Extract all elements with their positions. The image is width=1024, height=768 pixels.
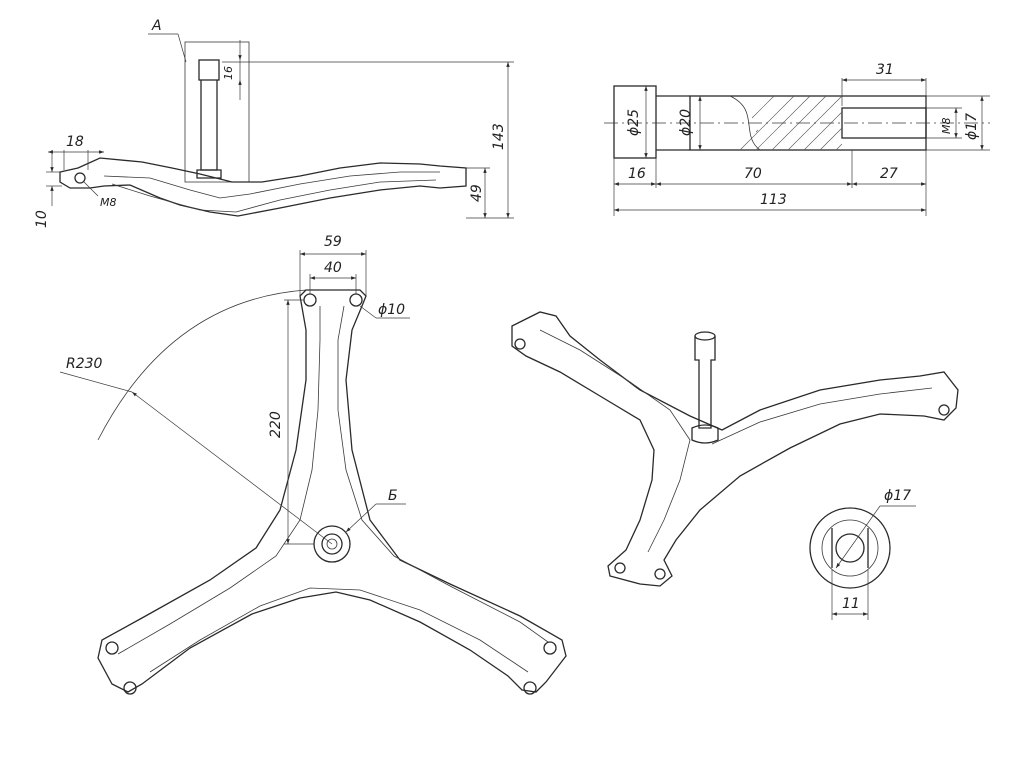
detail-dia-17-label: ϕ17: [884, 488, 911, 504]
iso-inner-rib: [539, 329, 933, 553]
iso-hole-right: [938, 404, 950, 416]
dim-70-label: 70: [744, 166, 762, 182]
top-view: R230 59 40 ϕ10 220 Б: [59, 234, 567, 695]
shaft-detail-frame: [184, 41, 250, 183]
shaft-body: [200, 80, 218, 171]
hub-bore: [326, 538, 338, 550]
dim-113-label: 113: [760, 192, 787, 208]
arm-profile-upper: [59, 157, 467, 217]
shaft-head: [613, 85, 657, 159]
shaft-section: 31 ϕ25 ϕ20 ϕ17 M8 16 70 27 113: [604, 62, 990, 216]
mount-hole-right-a: [543, 641, 557, 655]
radius-arc: [97, 289, 307, 441]
detail-outer-circle: [809, 507, 891, 589]
iso-hole-left: [514, 338, 526, 350]
iso-shaft-top: [694, 331, 716, 341]
radius-label: R230: [66, 356, 103, 372]
mount-hole-top-right: [349, 293, 363, 307]
dim-143-label: 143: [491, 123, 507, 150]
leader-a: [177, 33, 187, 63]
leader-hole-dia: [359, 305, 377, 319]
hub-inner: [321, 533, 343, 555]
iso-hole-bottom-a: [614, 562, 626, 574]
dia-17-label: ϕ17: [964, 113, 980, 140]
spider-inner-rib: [117, 305, 549, 673]
dim-16-shaft-label: 16: [628, 166, 646, 182]
thread-m8-shaft-label: M8: [940, 118, 953, 135]
leader-m8: [83, 181, 99, 197]
mount-hole-right-b: [523, 681, 537, 695]
m8-hole: [74, 172, 86, 184]
mount-hole-left-a: [105, 641, 119, 655]
detail-b: ϕ17 11: [809, 488, 916, 620]
shaft-collar: [196, 169, 222, 179]
detail-dim-11-label: 11: [842, 596, 860, 612]
detail-bore: [835, 533, 865, 563]
isometric-view: [511, 311, 959, 587]
label-a: A: [151, 18, 162, 34]
arm-profile-lower: [111, 179, 437, 213]
detail-inner-circle: [821, 519, 879, 577]
label-b: Б: [388, 488, 398, 504]
iso-shaft-body: [694, 336, 716, 429]
arm-profile-inner: [103, 171, 440, 199]
dim-220-label: 220: [268, 411, 284, 438]
dim-49-label: 49: [469, 184, 485, 202]
mount-hole-left-b: [123, 681, 137, 695]
dim-59-label: 59: [324, 234, 342, 250]
mount-hole-top-left: [303, 293, 317, 307]
iso-shaft-collar: [691, 424, 719, 444]
leader-b: [345, 503, 377, 533]
iso-hole-bottom-b: [654, 568, 666, 580]
radius-leader-ext: [59, 371, 133, 393]
leader-dia17-detail: [835, 505, 881, 569]
shaft-top-square: [198, 59, 220, 81]
side-view: 143 49 16 A 18 10 M8: [34, 18, 514, 228]
hole-dia-label: ϕ10: [378, 302, 405, 318]
dim-16-label: 16: [222, 66, 235, 80]
radius-leader: [131, 391, 333, 545]
dim-27-label: 27: [880, 166, 898, 182]
dia-25-label: ϕ25: [626, 109, 642, 136]
dim-40-label: 40: [324, 260, 342, 276]
dia-20-label: ϕ20: [678, 109, 694, 136]
thread-m8-label: M8: [100, 196, 117, 209]
iso-spider-outline: [511, 311, 959, 587]
dim-10-label: 10: [34, 210, 50, 228]
dim-18-label: 18: [66, 134, 84, 150]
dim-31-label: 31: [876, 62, 894, 78]
spider-outline: [97, 289, 567, 693]
